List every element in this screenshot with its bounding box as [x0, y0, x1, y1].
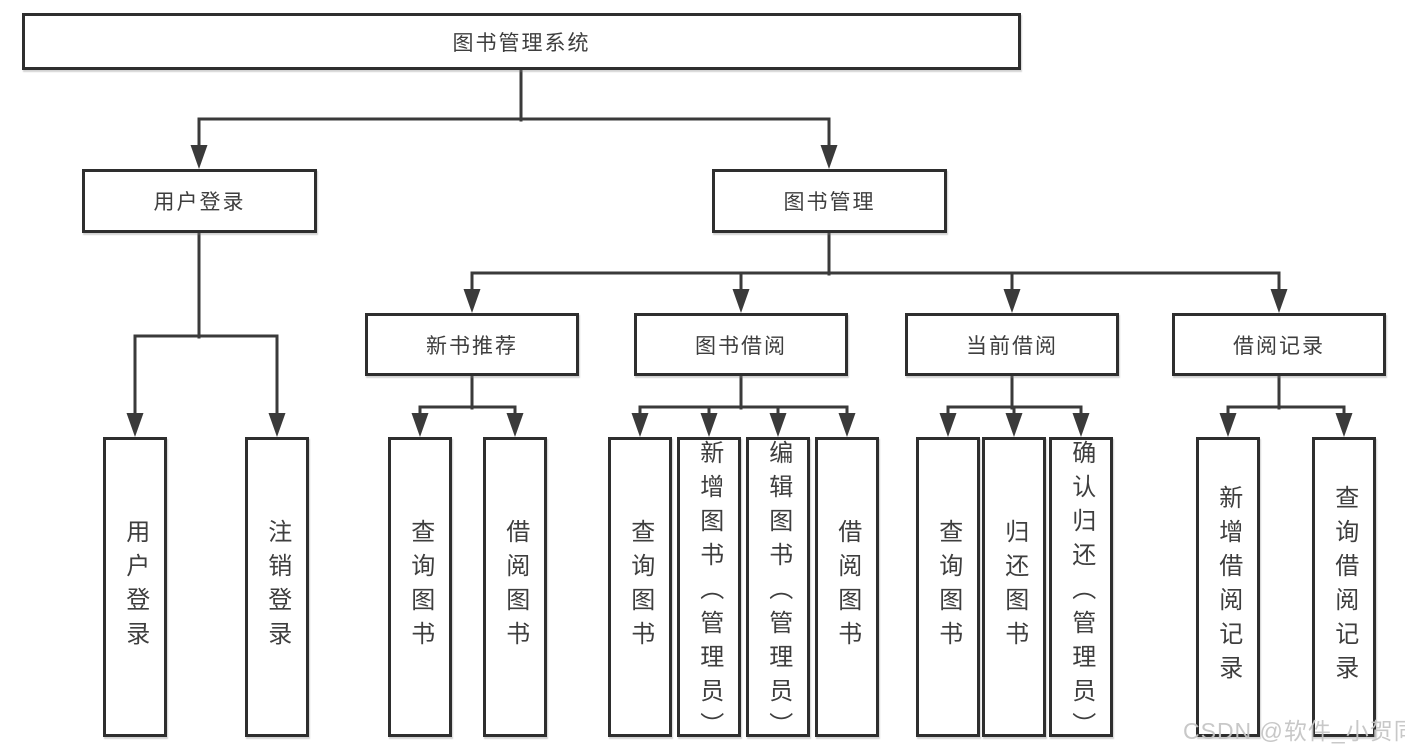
node-new-book-recommend-label: 新书推荐	[426, 334, 518, 358]
node-borrow-records-label: 借阅记录	[1233, 334, 1325, 358]
arrowhead-icon	[769, 413, 787, 437]
node-add-borrow-record: 新增借阅记录	[1196, 437, 1260, 737]
arrowhead-icon	[732, 289, 750, 313]
node-query-books-1-label: 查询图书	[406, 519, 434, 655]
arrowhead-icon	[463, 289, 481, 313]
node-add-book-admin-label: 新增图书（管理员）	[695, 440, 723, 746]
node-logout: 注销登录	[245, 437, 309, 737]
node-query-borrow-record-label: 查询借阅记录	[1330, 485, 1358, 689]
node-return-book-label: 归还图书	[1000, 519, 1028, 655]
arrowhead-icon	[631, 413, 649, 437]
arrowhead-icon	[700, 413, 718, 437]
node-new-book-recommend: 新书推荐	[365, 313, 579, 376]
arrowhead-icon	[1005, 413, 1023, 437]
node-query-books-2-label: 查询图书	[626, 519, 654, 655]
node-user-login: 用户登录	[82, 169, 317, 233]
node-query-borrow-record: 查询借阅记录	[1312, 437, 1376, 737]
arrowhead-icon	[190, 145, 208, 169]
arrowhead-icon	[1335, 413, 1353, 437]
node-query-books-1: 查询图书	[388, 437, 452, 737]
arrowhead-icon	[838, 413, 856, 437]
node-book-borrow: 图书借阅	[634, 313, 848, 376]
arrowhead-icon	[820, 145, 838, 169]
arrowhead-icon	[1003, 289, 1021, 313]
arrowhead-icon	[506, 413, 524, 437]
node-query-books-2: 查询图书	[608, 437, 672, 737]
node-login: 用户登录	[103, 437, 167, 737]
node-login-label: 用户登录	[121, 519, 149, 655]
node-return-book: 归还图书	[982, 437, 1046, 737]
node-current-borrow-label: 当前借阅	[966, 334, 1058, 358]
node-book-management-label: 图书管理	[783, 191, 876, 214]
arrowhead-icon	[939, 413, 957, 437]
arrowhead-icon	[411, 413, 429, 437]
node-current-borrow: 当前借阅	[905, 313, 1119, 376]
node-confirm-return-admin: 确认归还（管理员）	[1049, 437, 1113, 746]
node-query-books-3-label: 查询图书	[934, 519, 962, 655]
node-user-login-label: 用户登录	[153, 191, 246, 214]
node-edit-book-admin-label: 编辑图书（管理员）	[764, 440, 792, 746]
node-query-books-3: 查询图书	[916, 437, 980, 737]
node-borrow-records: 借阅记录	[1172, 313, 1386, 376]
node-confirm-return-admin-label: 确认归还（管理员）	[1067, 440, 1095, 746]
node-borrow-books-1: 借阅图书	[483, 437, 547, 737]
node-borrow-books-2-label: 借阅图书	[833, 519, 861, 655]
node-root: 图书管理系统	[22, 13, 1021, 70]
node-edit-book-admin: 编辑图书（管理员）	[746, 437, 810, 746]
node-book-borrow-label: 图书借阅	[695, 334, 787, 358]
node-borrow-books-2: 借阅图书	[815, 437, 879, 737]
node-add-borrow-record-label: 新增借阅记录	[1214, 485, 1242, 689]
node-logout-label: 注销登录	[263, 519, 291, 655]
node-add-book-admin: 新增图书（管理员）	[677, 437, 741, 746]
node-root-label: 图书管理系统	[452, 31, 591, 55]
arrowhead-icon	[126, 413, 144, 437]
node-borrow-books-1-label: 借阅图书	[501, 519, 529, 655]
arrowhead-icon	[268, 413, 286, 437]
arrowhead-icon	[1219, 413, 1237, 437]
watermark: CSDN @软件_小贺同学	[1183, 718, 1405, 744]
node-book-management: 图书管理	[712, 169, 947, 233]
arrowhead-icon	[1072, 413, 1090, 437]
arrowhead-icon	[1270, 289, 1288, 313]
